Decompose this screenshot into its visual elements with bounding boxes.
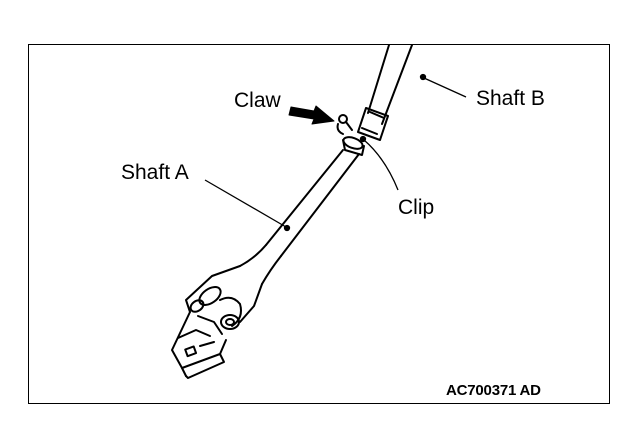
shaft-b-label: Shaft B	[476, 87, 545, 110]
shaft-b	[367, 44, 413, 125]
solid-arrow-icon	[288, 105, 335, 125]
clip-leader	[359, 135, 399, 191]
clip	[342, 107, 389, 156]
universal-joint	[171, 265, 263, 379]
claw	[336, 114, 353, 135]
shaft-a-label: Shaft A	[121, 161, 189, 184]
figure-frame	[28, 44, 610, 404]
clip-label: Clip	[398, 196, 435, 219]
shaft-a	[239, 149, 360, 285]
shaft-a-leader	[204, 179, 291, 232]
claw-label: Claw	[234, 89, 281, 112]
shaft-b-leader	[419, 73, 467, 98]
figure-code: AC700371 AD	[446, 382, 541, 399]
